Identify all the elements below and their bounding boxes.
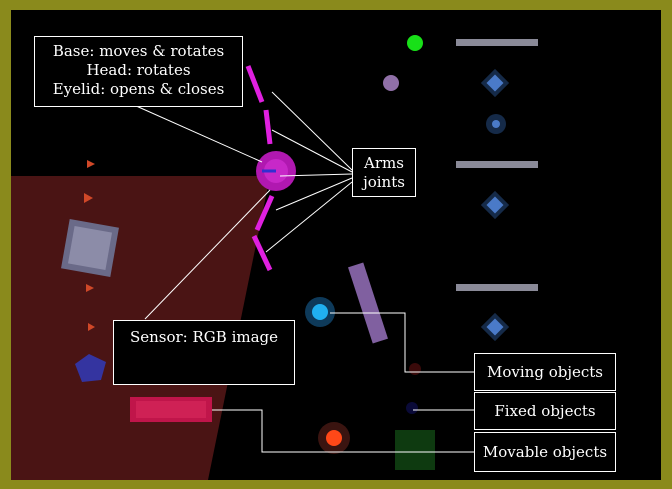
arms-label-line1: Arms: [364, 154, 404, 172]
marker-triangle: [88, 323, 95, 331]
red-rectangle-texture: [136, 401, 206, 418]
movable-objects-label: Movable objects: [474, 432, 616, 472]
moving-objects-label: Moving objects: [474, 353, 616, 391]
movable-objects-text: Movable objects: [482, 443, 608, 461]
fixed-objects-text: Fixed objects: [494, 402, 596, 420]
connector-arms: [271, 91, 353, 171]
blue-pentagon-object: [75, 354, 106, 382]
sensor-label: Sensor: RGB image: [113, 320, 295, 385]
marker-triangle: [87, 160, 95, 168]
head-label: Head: rotates: [86, 61, 191, 79]
connector-arms: [279, 173, 353, 177]
eyelid-label: Eyelid: opens & closes: [52, 80, 225, 98]
diamond-object: [480, 312, 510, 342]
arm-segment: [254, 194, 275, 232]
lavender-bar-object: [348, 262, 388, 344]
arm-segment: [263, 109, 273, 145]
arms-label-line2: joints: [363, 173, 405, 191]
arm-segment: [245, 65, 265, 103]
wall-bar: [456, 161, 538, 168]
small-blue-circle-core: [492, 120, 500, 128]
green-circle-object: [407, 35, 423, 51]
connector-agent: [133, 104, 263, 163]
connector-moving: [330, 312, 474, 373]
orange-circle-core: [326, 430, 342, 446]
connector-arms: [265, 181, 353, 253]
fixed-objects-label: Fixed objects: [474, 392, 616, 430]
connector-sensor: [144, 189, 271, 320]
lilac-circle-object: [383, 75, 399, 91]
connector-arms: [271, 129, 353, 173]
connector-arms: [275, 177, 353, 211]
wall-bar: [456, 39, 538, 46]
connector-movable: [212, 409, 474, 453]
connector-lines: [133, 91, 474, 453]
arm-segment: [251, 234, 273, 272]
wall-bar: [456, 284, 538, 291]
marker-triangle: [84, 193, 93, 203]
arms-label: Arms joints: [352, 148, 416, 197]
cyan-circle-core: [312, 304, 328, 320]
green-square-object: [395, 430, 435, 470]
grey-square-object: [61, 219, 119, 277]
marker-triangle: [86, 284, 94, 292]
base-label: Base: moves & rotates: [52, 42, 225, 60]
sensor-label-text: Sensor: RGB image: [129, 328, 279, 346]
moving-objects-text: Moving objects: [487, 363, 603, 381]
agent-parts-label: Base: moves & rotates Head: rotates Eyel…: [34, 36, 243, 107]
dark-red-circle-object: [409, 363, 421, 375]
dark-blue-circle-object: [406, 402, 418, 414]
